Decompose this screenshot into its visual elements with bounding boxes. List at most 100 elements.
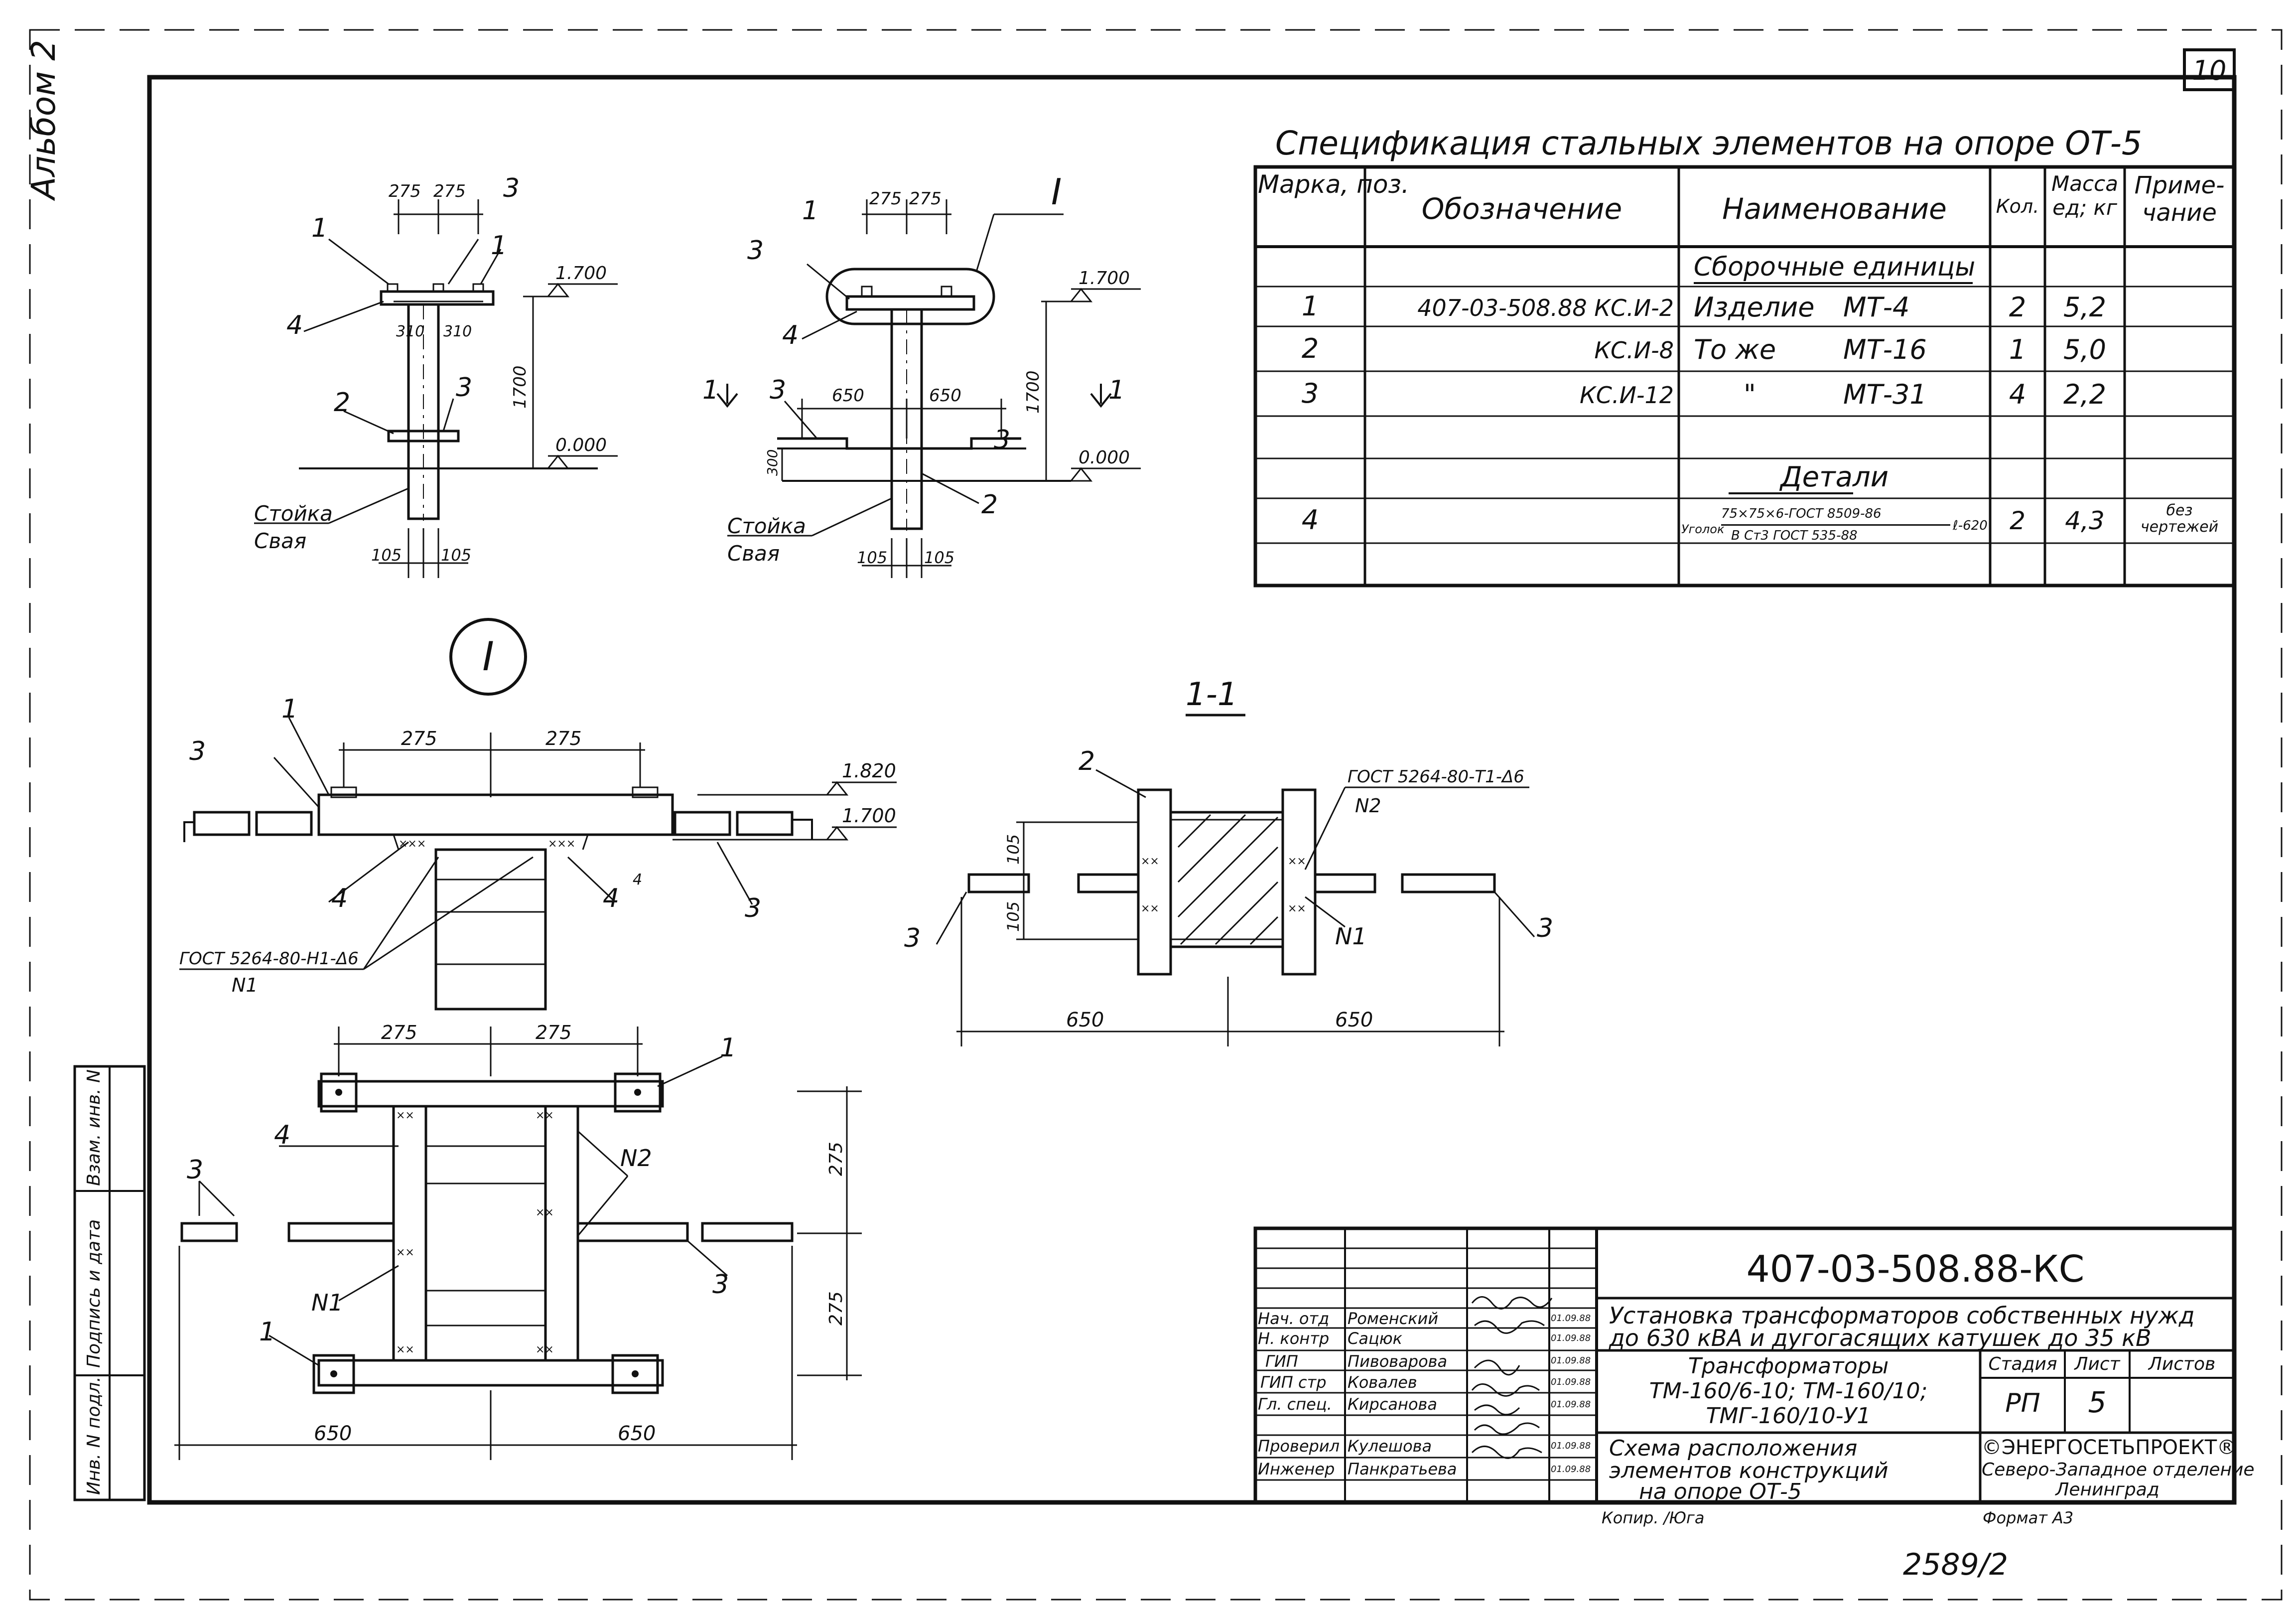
- tb-role-2: Н. контр: [1258, 1329, 1330, 1348]
- row2-mark: 2: [1301, 333, 1319, 364]
- plan-mark-1b: 1: [259, 1317, 275, 1347]
- di-mark-4a: 4: [331, 884, 348, 913]
- le-mark-3b: 3: [456, 373, 472, 403]
- le-mark-4: 4: [286, 310, 303, 340]
- tb-copied: Копир. /Юга: [1602, 1508, 1705, 1527]
- album-label: Альбом 2: [24, 40, 63, 201]
- row4-length: ℓ-620: [1953, 518, 1988, 533]
- tb-date-6: 01.09.88: [1551, 1441, 1591, 1451]
- plan-mark-1a: 1: [720, 1033, 736, 1063]
- le-dim-310a: 310: [396, 323, 424, 340]
- row3-designation: КС.И-12: [1580, 382, 1674, 409]
- tb-sheet-title-1: Схема расположения: [1609, 1436, 1858, 1461]
- tb-date-3: 01.09.88: [1551, 1355, 1591, 1366]
- di-level-1820: 1.820: [842, 760, 896, 782]
- re-dim-1700: 1700: [1023, 370, 1043, 414]
- tb-name-4: Ковалев: [1348, 1373, 1417, 1392]
- s11-dim-105a: 105: [1004, 834, 1023, 865]
- weld-marks: ×××××× ×××× ×××× ×××××× ××××××: [396, 838, 1306, 1356]
- svg-text:××: ××: [396, 1246, 414, 1259]
- right-elevation: [716, 199, 1141, 578]
- row3-name: ": [1744, 379, 1756, 410]
- s11-mark-3a: 3: [904, 923, 921, 953]
- le-post-label: Стойка: [254, 501, 333, 526]
- plan-dim-275c: 275: [826, 1142, 846, 1176]
- le-level-top: 1.700: [555, 263, 607, 284]
- le-mark-1a: 1: [311, 213, 328, 243]
- row4-name-top: 75×75×6-ГОСТ 8509-86: [1721, 506, 1882, 521]
- tb-sheets-header: Листов: [2148, 1354, 2216, 1374]
- row2-mass: 5,0: [2063, 334, 2106, 365]
- tb-role-1: Нач. отд: [1258, 1309, 1330, 1328]
- svg-text:××: ××: [1288, 902, 1306, 915]
- row4-qty: 2: [2010, 506, 2026, 535]
- svg-text:×××: ×××: [399, 838, 426, 850]
- hdr-name: Наименование: [1722, 192, 1947, 226]
- le-mark-1b: 1: [491, 231, 507, 261]
- tb-name-6: Кулешова: [1348, 1437, 1432, 1456]
- re-dim-650b: 650: [929, 386, 961, 406]
- re-section-mark-a: 1: [702, 375, 719, 405]
- re-mark-2: 2: [981, 490, 998, 520]
- re-mark-3b: 3: [770, 375, 786, 405]
- tb-org-3: Ленинград: [2055, 1479, 2160, 1500]
- re-dim-105a: 105: [857, 548, 887, 567]
- signatures: [1471, 1296, 1553, 1459]
- re-mark-1: 1: [802, 196, 818, 226]
- title-block-grid: [1253, 1226, 2236, 1504]
- di-mark-3b: 3: [745, 893, 761, 923]
- row2-name: То же: [1694, 334, 1776, 365]
- tb-stage-header: Стадия: [1988, 1354, 2057, 1374]
- detail-I: [179, 618, 897, 1011]
- plan-dim-275b: 275: [536, 1022, 572, 1043]
- section-assemblies: Сборочные единицы: [1693, 252, 1976, 282]
- row1-name: Изделие: [1694, 292, 1815, 323]
- le-dim-275a: 275: [389, 181, 421, 201]
- spec-title: Спецификация стальных элементов на опоре…: [1275, 124, 2142, 162]
- detail-callout-I: I: [482, 633, 494, 680]
- le-dim-310b: 310: [443, 323, 472, 340]
- stamp-sign-date: Подпись и дата: [84, 1219, 104, 1368]
- tb-role-5: Гл. спец.: [1258, 1395, 1332, 1414]
- le-mark-2: 2: [334, 388, 350, 418]
- re-dim-105b: 105: [924, 548, 954, 567]
- tb-date-5: 01.09.88: [1551, 1399, 1591, 1410]
- plan-dim-650a: 650: [314, 1422, 352, 1445]
- le-level-ground: 0.000: [555, 435, 607, 455]
- le-pile-label: Свая: [254, 529, 306, 553]
- section-details: Детали: [1780, 461, 1889, 493]
- hdr-note: Приме- чание: [2134, 171, 2225, 227]
- plan-dim-275d: 275: [826, 1291, 846, 1326]
- row4-name-prefix: Уголок: [1681, 522, 1725, 536]
- s11-weld-n2: N2: [1355, 795, 1381, 817]
- di-dim-275a: 275: [401, 728, 437, 749]
- re-dim-275b: 275: [909, 189, 942, 209]
- tb-sheet-title-2: элементов конструкций: [1609, 1458, 1889, 1483]
- re-pile-label: Свая: [727, 541, 780, 566]
- re-dim-275a: 275: [869, 189, 902, 209]
- tb-object-3: ТМГ-160/10-У1: [1706, 1403, 1871, 1429]
- svg-text:××: ××: [396, 1109, 414, 1122]
- tb-project-2: до 630 кВА и дугогасящих катушек до 35 к…: [1609, 1325, 2152, 1351]
- frame: [147, 75, 2237, 1505]
- plan-dim-275a: 275: [381, 1022, 417, 1043]
- di-mark-3a: 3: [189, 737, 206, 766]
- svg-text:××: ××: [536, 1206, 554, 1219]
- tb-name-7: Панкратьева: [1348, 1460, 1457, 1478]
- di-mark-4b: 4: [603, 884, 619, 913]
- s11-weld-std: ГОСТ 5264-80-Т1-Δ6: [1348, 767, 1524, 787]
- row4-mass: 4,3: [2065, 506, 2105, 535]
- tb-name-3: Пивоварова: [1348, 1352, 1448, 1371]
- s11-dim-650b: 650: [1335, 1009, 1373, 1032]
- side-stamp: [73, 1065, 146, 1501]
- re-mark-3a: 3: [747, 236, 764, 266]
- plan-mark-3b: 3: [712, 1270, 729, 1300]
- tb-name-5: Кирсанова: [1348, 1395, 1437, 1414]
- tb-org-1: ©ЭНЕРГОСЕТЬПРОЕКТ®: [1982, 1436, 2237, 1459]
- tb-code: 407-03-508.88-КС: [1746, 1248, 2085, 1291]
- section-1-1: [936, 714, 1535, 1046]
- spec-table-grid: [1253, 165, 2236, 588]
- s11-weld-n1: N1: [1335, 923, 1367, 950]
- di-weld-std: ГОСТ 5264-80-Н1-Δ6: [179, 949, 359, 969]
